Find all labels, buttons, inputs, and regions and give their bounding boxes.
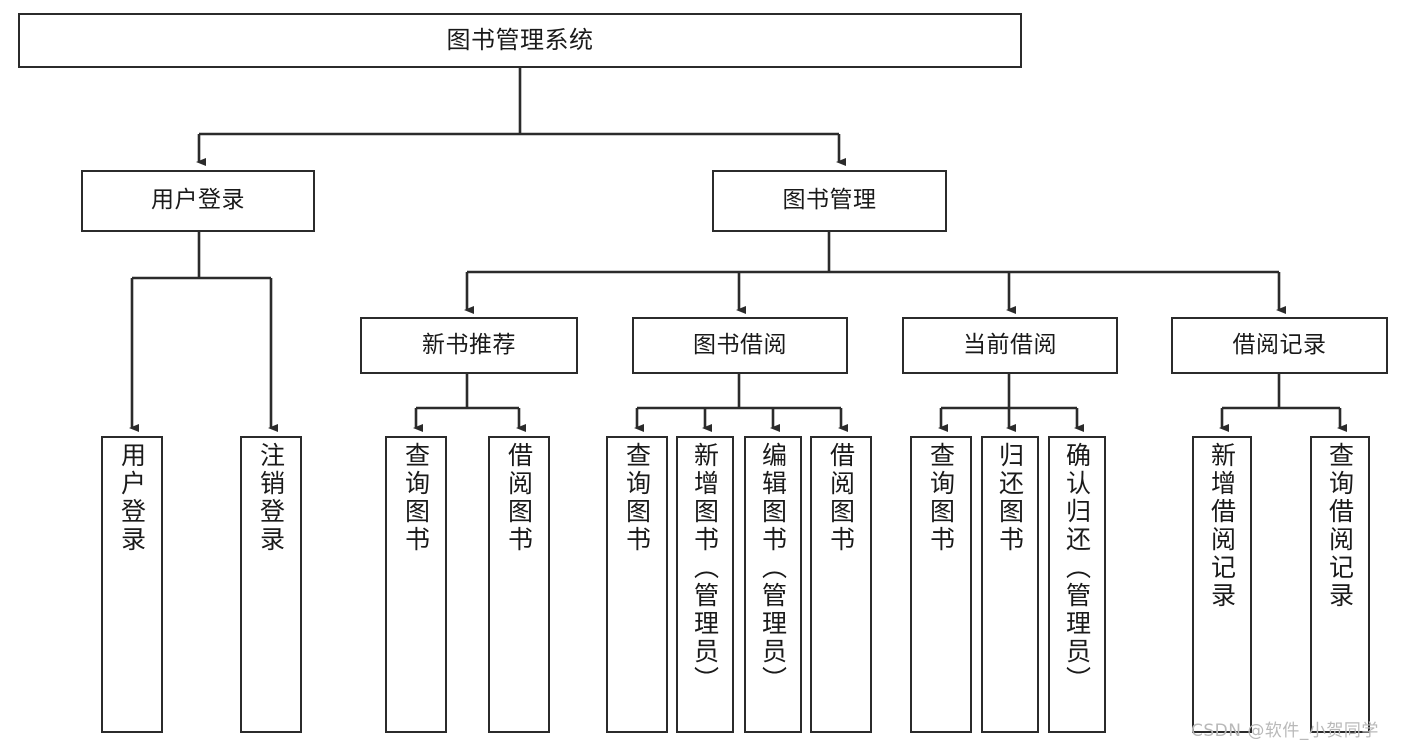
leaf-borrow-query-book-label: 查询图书 bbox=[622, 442, 652, 554]
leaf-user-login-label: 用户登录 bbox=[117, 442, 147, 554]
node-borrow-records-label: 借阅记录 bbox=[1232, 331, 1327, 358]
leaf-query-borrow-record-label: 查询借阅记录 bbox=[1325, 442, 1355, 610]
leaf-logout[interactable]: 注销登录 bbox=[240, 436, 302, 733]
leaf-return-book[interactable]: 归还图书 bbox=[981, 436, 1039, 733]
leaf-edit-book-admin[interactable]: 编辑图书（管理员） bbox=[744, 436, 802, 733]
node-root-label: 图书管理系统 bbox=[446, 26, 594, 55]
leaf-current-query-book[interactable]: 查询图书 bbox=[910, 436, 972, 733]
node-borrow-records[interactable]: 借阅记录 bbox=[1171, 317, 1388, 374]
node-book-management[interactable]: 图书管理 bbox=[712, 170, 947, 232]
node-book-borrow-label: 图书借阅 bbox=[693, 331, 787, 358]
leaf-add-book-admin[interactable]: 新增图书（管理员） bbox=[676, 436, 734, 733]
leaf-newbook-query-book[interactable]: 查询图书 bbox=[385, 436, 447, 733]
leaf-logout-label: 注销登录 bbox=[256, 442, 286, 554]
leaf-return-book-label: 归还图书 bbox=[995, 442, 1025, 554]
csdn-watermark: CSDN @软件_小贺同学 bbox=[1191, 721, 1379, 741]
node-new-book-recommend-label: 新书推荐 bbox=[422, 331, 516, 358]
leaf-newbook-borrow-book[interactable]: 借阅图书 bbox=[488, 436, 550, 733]
leaf-newbook-query-book-label: 查询图书 bbox=[401, 442, 431, 554]
leaf-add-book-admin-label: 新增图书（管理员） bbox=[690, 442, 720, 694]
leaf-current-query-book-label: 查询图书 bbox=[926, 442, 956, 554]
leaf-edit-book-admin-label: 编辑图书（管理员） bbox=[758, 442, 788, 694]
leaf-newbook-borrow-book-label: 借阅图书 bbox=[504, 442, 534, 554]
node-root[interactable]: 图书管理系统 bbox=[18, 13, 1022, 68]
leaf-confirm-return-admin-label: 确认归还（管理员） bbox=[1062, 442, 1092, 694]
leaf-borrow-borrow-book-label: 借阅图书 bbox=[826, 442, 856, 554]
leaf-confirm-return-admin[interactable]: 确认归还（管理员） bbox=[1048, 436, 1106, 733]
leaf-add-borrow-record-label: 新增借阅记录 bbox=[1207, 442, 1237, 610]
node-current-borrow-label: 当前借阅 bbox=[963, 331, 1057, 358]
leaf-borrow-borrow-book[interactable]: 借阅图书 bbox=[810, 436, 872, 733]
leaf-add-borrow-record[interactable]: 新增借阅记录 bbox=[1192, 436, 1252, 733]
node-user-login-label: 用户登录 bbox=[151, 187, 245, 214]
leaf-user-login[interactable]: 用户登录 bbox=[101, 436, 163, 733]
node-current-borrow[interactable]: 当前借阅 bbox=[902, 317, 1118, 374]
leaf-query-borrow-record[interactable]: 查询借阅记录 bbox=[1310, 436, 1370, 733]
node-user-login[interactable]: 用户登录 bbox=[81, 170, 315, 232]
leaf-borrow-query-book[interactable]: 查询图书 bbox=[606, 436, 668, 733]
node-book-management-label: 图书管理 bbox=[782, 187, 877, 214]
node-book-borrow[interactable]: 图书借阅 bbox=[632, 317, 848, 374]
node-new-book-recommend[interactable]: 新书推荐 bbox=[360, 317, 578, 374]
